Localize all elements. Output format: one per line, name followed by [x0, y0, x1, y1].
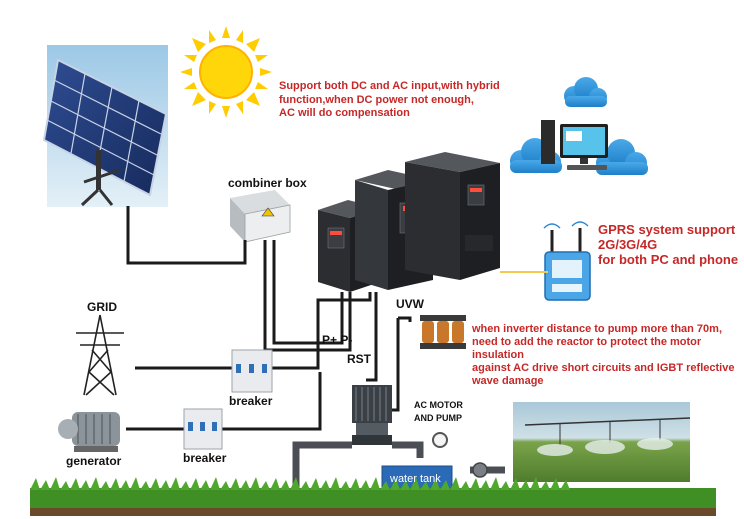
- reactor-note-line: against AC drive short circuits and IGBT…: [472, 362, 735, 374]
- breaker-icon: [231, 349, 273, 393]
- reactor-note-line: wave damage: [472, 375, 544, 387]
- computer-icon: [541, 120, 608, 170]
- rst-terminals-label: RST: [347, 352, 371, 366]
- breaker-icon: [183, 408, 223, 450]
- grass-ground: [30, 477, 716, 516]
- solar-panel-icon: [42, 45, 168, 207]
- combiner-box-icon: [230, 190, 291, 243]
- hybrid-note-line: AC will do compensation: [279, 107, 410, 119]
- valve-icon: [472, 462, 488, 478]
- generator-icon: [58, 412, 120, 452]
- pressure-gauge-icon: [432, 432, 448, 448]
- hybrid-note-line: function,when DC power not enough,: [279, 93, 474, 106]
- reactor-icon: [420, 315, 466, 349]
- gprs-note-line: 2G/3G/4G: [598, 237, 658, 252]
- ac-motor-label-line: AND PUMP: [414, 413, 463, 423]
- motor-pump-icon: [352, 385, 392, 445]
- generator-label: generator: [66, 454, 122, 468]
- breaker-grid-label: breaker: [229, 394, 273, 408]
- irrigation-field-icon: [513, 402, 691, 482]
- grid-label: GRID: [87, 300, 117, 314]
- gprs-note-line: for both PC and phone: [598, 252, 739, 267]
- inverter-large-icon: [405, 152, 500, 280]
- reactor-note-line: when inverter distance to pump more than…: [472, 323, 722, 335]
- gprs-note-line: GPRS system support: [598, 222, 736, 237]
- reactor-note: when inverter distance to pump more than…: [472, 323, 744, 388]
- breaker-generator-label: breaker: [183, 451, 227, 465]
- dc-terminals-label: P+ P-: [322, 333, 353, 347]
- sun-icon: [180, 26, 272, 118]
- hybrid-input-note: Support both DC and AC input,with hybrid…: [279, 80, 500, 121]
- power-tower-icon: [76, 314, 124, 396]
- hybrid-note-line: Support both DC and AC input,with hybrid: [279, 80, 500, 92]
- water-tank-label: water tank: [390, 473, 441, 485]
- gprs-note: GPRS system support 2G/3G/4G for both PC…: [598, 222, 738, 267]
- ac-motor-label-line: AC MOTOR: [414, 400, 463, 410]
- ac-motor-label: AC MOTOR AND PUMP: [414, 399, 463, 425]
- reactor-note-line: need to add the reactor to protect the m…: [472, 336, 702, 361]
- uvw-terminals-label: UVW: [396, 297, 424, 311]
- gprs-module-icon: [543, 221, 591, 301]
- combiner-box-label: combiner box: [228, 176, 307, 190]
